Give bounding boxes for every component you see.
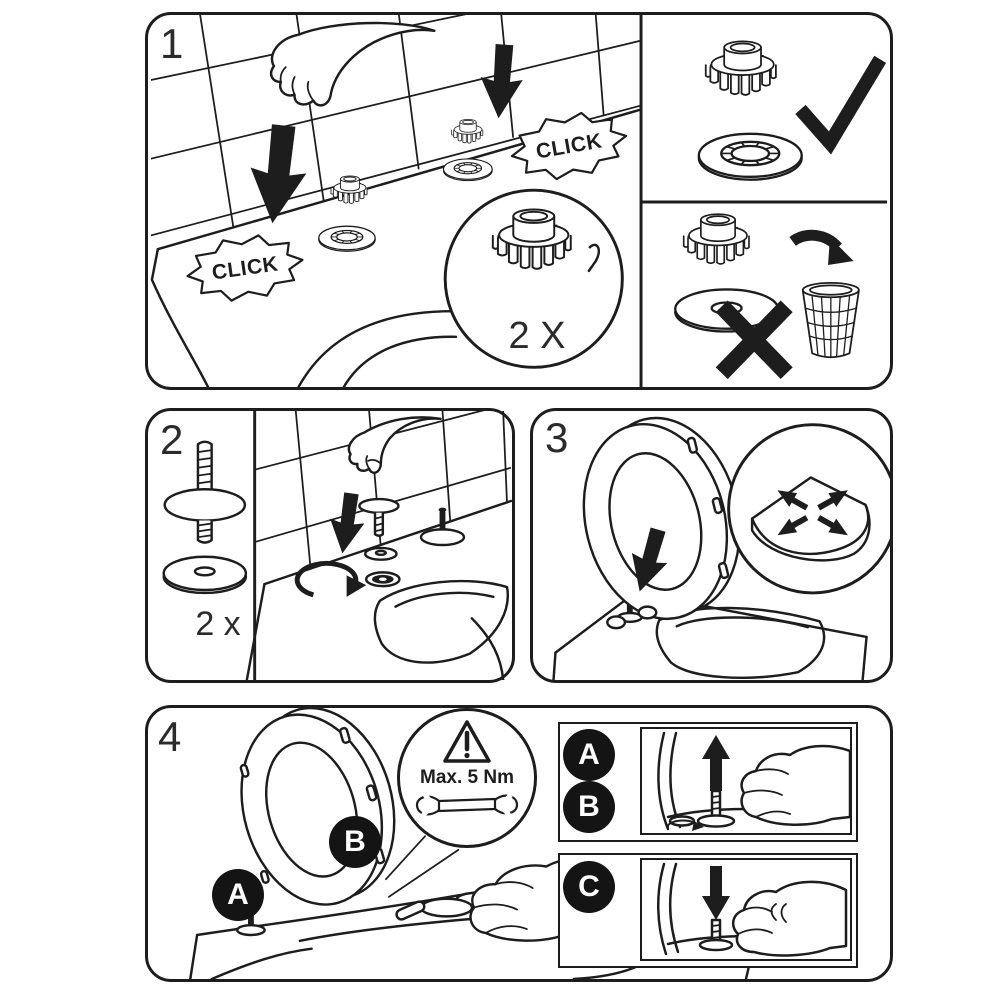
magnifier-circle	[443, 188, 624, 369]
bolt	[698, 918, 734, 952]
toilet-base	[552, 591, 868, 680]
exploded-parts	[162, 440, 248, 595]
step3-panel: 3	[530, 408, 893, 683]
hand-icon	[740, 744, 850, 827]
four-way-arrow-icon	[777, 490, 848, 536]
badge-b: B	[329, 816, 381, 868]
substep-ab-box: A B	[558, 722, 858, 842]
adjustment-inset	[727, 423, 890, 595]
down-arrow-icon	[245, 122, 312, 227]
threaded-screw	[196, 519, 213, 544]
top-plate	[163, 488, 247, 522]
hand-icon	[731, 880, 848, 957]
cross-icon	[715, 300, 793, 380]
hinge-hardware	[236, 891, 497, 937]
seat-edge	[657, 862, 680, 956]
step-number: 3	[545, 414, 569, 461]
gear-fastener-icon	[682, 213, 750, 265]
torque-label: Max. 5 Nm	[420, 767, 514, 788]
gear-fastener-icon	[704, 40, 777, 96]
callout-lines	[385, 835, 460, 898]
badge-a: A	[563, 729, 615, 781]
click-bubble-right: CLICK	[510, 111, 628, 181]
substep-c-figure	[640, 858, 852, 961]
toilet-seat	[582, 416, 741, 621]
down-arrow-icon	[702, 866, 730, 920]
step2-panel: 2 2 x	[145, 408, 515, 683]
substep-c-illustration	[657, 862, 848, 957]
socket	[364, 571, 401, 588]
hand-icon	[347, 416, 442, 474]
step2-illustration	[162, 411, 512, 680]
torque-warning-callout: Max. 5 Nm	[397, 708, 537, 848]
rotate-arrow-icon	[294, 560, 367, 598]
step-number: 4	[158, 713, 182, 760]
loose-washer	[666, 815, 704, 831]
quantity-label: 2 x	[195, 605, 241, 643]
hand-icon	[269, 21, 436, 107]
up-arrow-icon	[702, 735, 730, 791]
checkmark-icon	[795, 55, 887, 155]
step1-panel: 1 CLICK CLICK 2 X	[145, 12, 893, 390]
held-screw	[358, 497, 400, 537]
badge-b: B	[563, 781, 615, 833]
substep-ab-illustration	[657, 731, 850, 831]
down-arrow-icon	[477, 43, 526, 120]
warning-triangle-icon	[443, 720, 491, 763]
substep-c-box: C	[558, 853, 858, 968]
step4-panel: 4 A B Max. 5 Nm A B	[145, 705, 893, 982]
trash-bin-icon	[801, 281, 860, 359]
lock-washer-icon	[442, 158, 493, 182]
flat-washer	[162, 555, 248, 595]
substep-ab-figure	[640, 727, 852, 835]
lock-washer-icon	[318, 225, 376, 252]
wrong-usage	[674, 213, 860, 380]
step-number: 1	[160, 20, 184, 67]
wrench-icon	[415, 793, 519, 817]
installed-pin	[419, 507, 466, 547]
lock-washer-icon	[697, 132, 803, 181]
down-arrow-icon	[325, 490, 369, 556]
badge-a: A	[212, 869, 264, 921]
badge-c: C	[563, 861, 615, 913]
seat-hinges	[606, 605, 658, 630]
curved-arrow-icon	[789, 229, 854, 265]
step-number: 2	[160, 416, 184, 463]
gear-fastener-icon	[451, 118, 484, 144]
correct-usage	[697, 40, 887, 181]
quantity-label: 2 X	[508, 315, 566, 357]
click-bubble-left: CLICK	[186, 234, 304, 302]
bolt	[696, 789, 736, 828]
surface-washer	[363, 546, 398, 561]
step3-illustration	[552, 416, 890, 680]
